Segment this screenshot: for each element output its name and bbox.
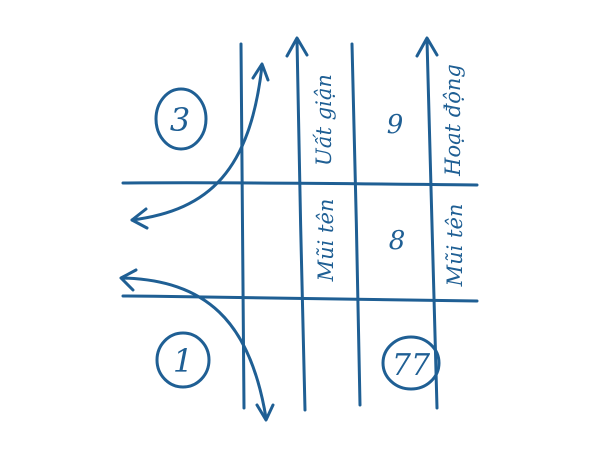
cell-number-9: 9 bbox=[387, 110, 404, 140]
curved-arrow-icon bbox=[130, 64, 264, 222]
vertical-line-1 bbox=[239, 42, 246, 410]
circle-77: 77 bbox=[381, 335, 441, 391]
curved-arrow-head-left bbox=[130, 207, 149, 230]
label-hoat-dong: Hoạt động bbox=[441, 64, 465, 177]
curved-arrow-head-bottom bbox=[255, 403, 275, 422]
circle-3-label: 3 bbox=[170, 101, 190, 139]
circle-1-label: 1 bbox=[173, 342, 193, 380]
circle-3: 3 bbox=[154, 87, 208, 151]
cell-number-8: 8 bbox=[389, 226, 406, 256]
label-mui-ten-1: Mũi tên bbox=[314, 199, 338, 283]
curved-arrow-head-top bbox=[251, 62, 270, 82]
vertical-line-3 bbox=[350, 42, 362, 407]
label-uat-gian: Uất giận bbox=[312, 74, 336, 166]
circle-77-label: 77 bbox=[392, 348, 431, 383]
circle-1: 1 bbox=[155, 331, 211, 389]
arrow-up-icon bbox=[285, 36, 309, 58]
arrow-up-icon bbox=[415, 36, 439, 58]
horizontal-line-top bbox=[121, 181, 479, 187]
curved-arrow-icon bbox=[120, 276, 268, 420]
vertical-line-2 bbox=[295, 38, 307, 412]
vertical-line-4 bbox=[425, 38, 439, 410]
curved-arrow-head-left-lower bbox=[119, 268, 138, 292]
label-mui-ten-2: Mũi tên bbox=[443, 204, 467, 288]
horizontal-line-bottom bbox=[121, 294, 479, 303]
